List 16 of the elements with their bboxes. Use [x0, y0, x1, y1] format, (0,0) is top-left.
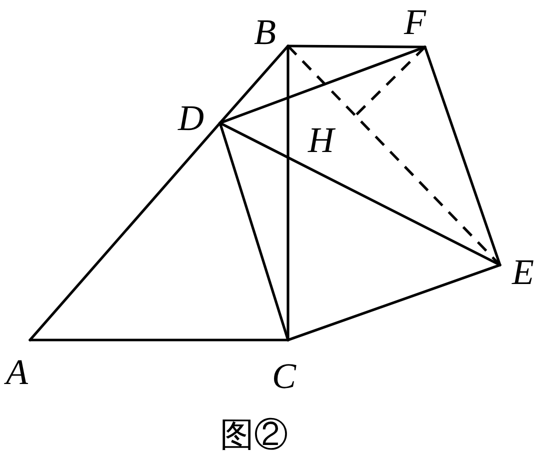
line-segment: [286, 44, 426, 48]
line-segment: [218, 44, 290, 124]
line-segment: [28, 122, 222, 342]
line-segment: [424, 46, 502, 266]
point-label: C: [272, 358, 296, 394]
point-label: A: [6, 354, 28, 390]
point-label: B: [254, 14, 276, 50]
point-label: H: [308, 122, 334, 158]
line-segment: [218, 46, 426, 124]
line-segment: [218, 122, 290, 342]
point-label: D: [178, 100, 204, 136]
line-segment: [286, 264, 502, 342]
line-segment: [28, 338, 290, 342]
point-label: F: [404, 4, 426, 40]
point-label: E: [512, 254, 534, 290]
figure-caption: 图②: [220, 418, 288, 454]
